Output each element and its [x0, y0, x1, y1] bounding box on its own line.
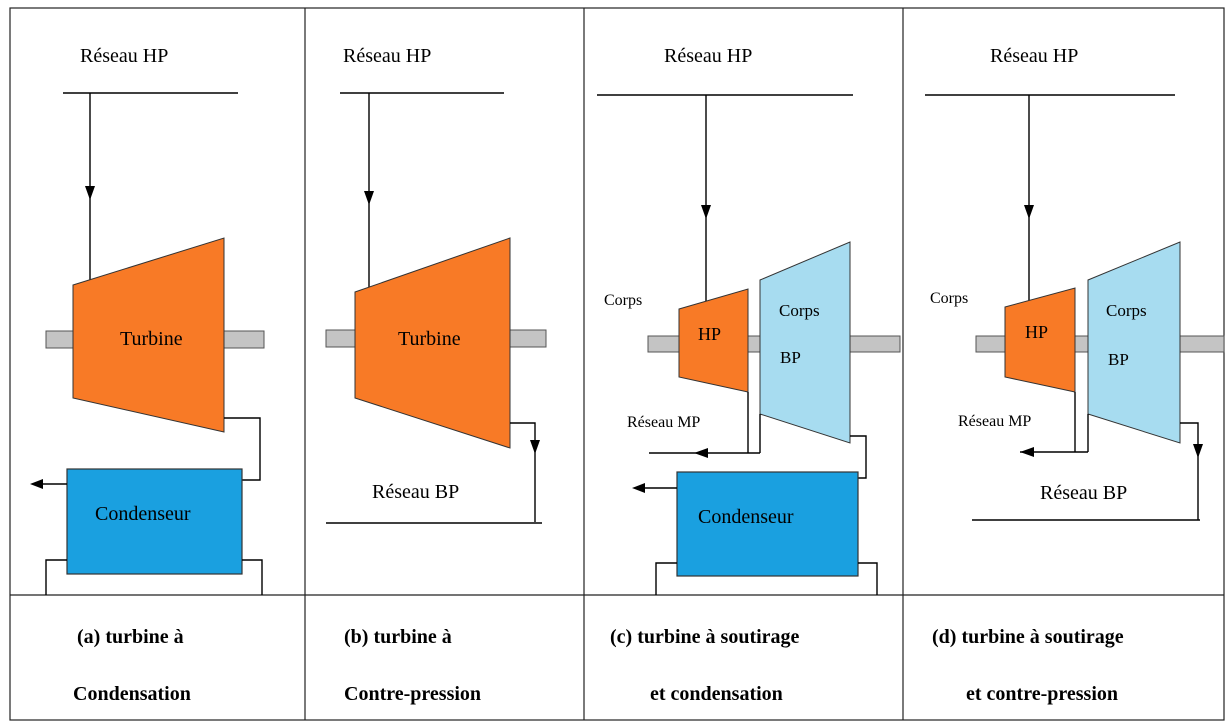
- bp-body: [759, 241, 851, 444]
- caption-line-1: (d) turbine à soutirage: [932, 626, 1124, 648]
- caption-line-2: Contre-pression: [344, 683, 481, 705]
- network-hp-label: Réseau HP: [80, 45, 168, 67]
- exhaust-line: [1180, 422, 1199, 520]
- exhaust-line: [850, 435, 867, 479]
- corps-label: Corps: [930, 290, 968, 307]
- network-mp-label: Réseau MP: [958, 413, 1031, 430]
- inlet-arrow: [701, 205, 711, 219]
- corps-bp-label: Corps: [779, 301, 820, 320]
- caption-line-2: et contre-pression: [966, 683, 1118, 705]
- caption-line-2: Condensation: [73, 683, 191, 705]
- turbine-body: [72, 237, 225, 433]
- exhaust-arrow: [530, 440, 540, 454]
- hp-label: HP: [698, 324, 721, 344]
- condensate-arrow: [632, 483, 645, 493]
- network-hp-label: Réseau HP: [990, 45, 1078, 67]
- condenser-box: [676, 471, 859, 577]
- inlet-arrow: [364, 191, 374, 205]
- mp-arrow: [1020, 447, 1034, 457]
- network-bp-label: Réseau BP: [372, 481, 459, 503]
- hp-label: HP: [1025, 322, 1048, 342]
- turbine-body: [354, 237, 511, 449]
- exhaust-line: [224, 417, 261, 481]
- network-hp-label: Réseau HP: [664, 45, 752, 67]
- turbine-label: Turbine: [120, 328, 183, 350]
- bp-label: BP: [1108, 350, 1129, 369]
- panel-a: Réseau HP Turbine Condenseur (a) turbine…: [30, 45, 265, 705]
- condensate-arrow: [30, 479, 43, 489]
- bp-body: [1087, 241, 1181, 444]
- caption-line-2: et condensation: [650, 683, 783, 705]
- table-grid: [9, 7, 1225, 721]
- caption-line-1: (a) turbine à: [77, 626, 184, 648]
- condenser-label: Condenseur: [95, 503, 191, 525]
- caption-line-1: (c) turbine à soutirage: [610, 626, 800, 648]
- turbine-label: Turbine: [398, 328, 461, 350]
- exhaust-arrow: [1193, 444, 1203, 458]
- exhaust-line: [510, 422, 536, 522]
- corps-bp-label: Corps: [1106, 301, 1147, 320]
- inlet-arrow: [85, 186, 95, 200]
- caption-line-1: (b) turbine à: [344, 626, 452, 648]
- corps-label: Corps: [604, 292, 642, 309]
- mp-arrow: [694, 448, 708, 458]
- inlet-arrow: [1024, 205, 1034, 219]
- network-mp-label: Réseau MP: [627, 414, 700, 431]
- condenser-box: [66, 468, 243, 575]
- condenser-label: Condenseur: [698, 506, 794, 528]
- cooling-right-line: [858, 562, 878, 595]
- network-bp-label: Réseau BP: [1040, 482, 1127, 504]
- network-hp-label: Réseau HP: [343, 45, 431, 67]
- cooling-right-line: [242, 559, 263, 595]
- cooling-left-line: [655, 562, 677, 595]
- bp-label: BP: [780, 348, 801, 367]
- panel-b: Réseau HP Turbine Réseau BP (b) turbine …: [325, 45, 547, 705]
- cooling-left-line: [45, 559, 67, 595]
- panel-d: Réseau HP Corps HP Corps BP Réseau MP Ré…: [925, 45, 1225, 705]
- panel-c: Réseau HP Corps HP Corps BP Réseau MP Co…: [597, 45, 901, 705]
